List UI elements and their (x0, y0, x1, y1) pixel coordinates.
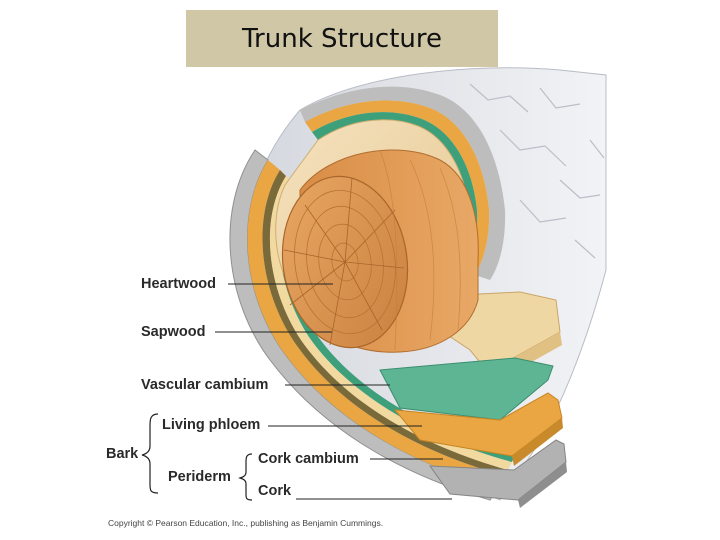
page-title: Trunk Structure (242, 23, 442, 54)
label-sapwood: Sapwood (141, 324, 206, 340)
heartwood-cylinder (281, 149, 479, 353)
label-heartwood: Heartwood (141, 276, 216, 292)
label-cork: Cork (258, 483, 292, 499)
label-periderm: Periderm (168, 469, 231, 485)
vascular-cambium-slab (379, 357, 554, 421)
copyright-notice: Copyright © Pearson Education, Inc., pub… (108, 518, 384, 528)
bark-brace (141, 413, 159, 494)
label-cork-cambium: Cork cambium (258, 451, 359, 467)
title-banner: Trunk Structure (186, 10, 498, 67)
bark-top-rings (300, 86, 506, 280)
leader-lines (215, 283, 452, 500)
label-living-phloem: Living phloem (162, 417, 261, 433)
cork-slab (428, 439, 567, 508)
living-phloem-slab (393, 392, 563, 466)
label-bark: Bark (106, 446, 139, 462)
periderm-brace (238, 453, 253, 501)
label-vascular-cambium: Vascular cambium (141, 377, 269, 393)
